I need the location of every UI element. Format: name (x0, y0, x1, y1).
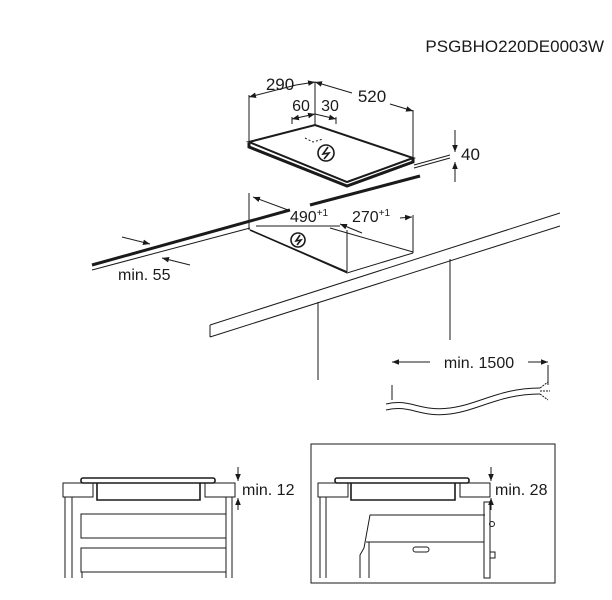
drawer-clearance-drawing: min. 12 (62, 467, 295, 578)
cutout-width-label: 490+1 (290, 208, 329, 226)
cable-drawing: min. 1500 (385, 355, 550, 416)
electric-symbol-icon (290, 232, 306, 248)
hob-height-label: 40 (461, 145, 480, 164)
offset-left-label: 60 (292, 98, 310, 115)
hob-width-label: 520 (358, 87, 386, 106)
electric-symbol-icon (317, 144, 335, 162)
model-code: PSGBHO220DE0003W (425, 37, 604, 56)
cutout-depth-label: 270+1 (352, 208, 391, 226)
oven-clearance-drawing: min. 28 (310, 443, 556, 584)
min-distance-label: min. 55 (118, 267, 171, 284)
hob-drawing: 290 520 60 30 40 (245, 75, 480, 188)
cable-length-label: min. 1500 (444, 355, 514, 372)
worktop-cutout-drawing: 490+1 270+1 min. 55 (91, 174, 561, 380)
drawer-clearance-label: min. 12 (242, 482, 295, 499)
hob-depth-label: 290 (266, 75, 294, 94)
oven-clearance-label: min. 28 (495, 482, 548, 499)
offset-right-label: 30 (321, 98, 339, 115)
